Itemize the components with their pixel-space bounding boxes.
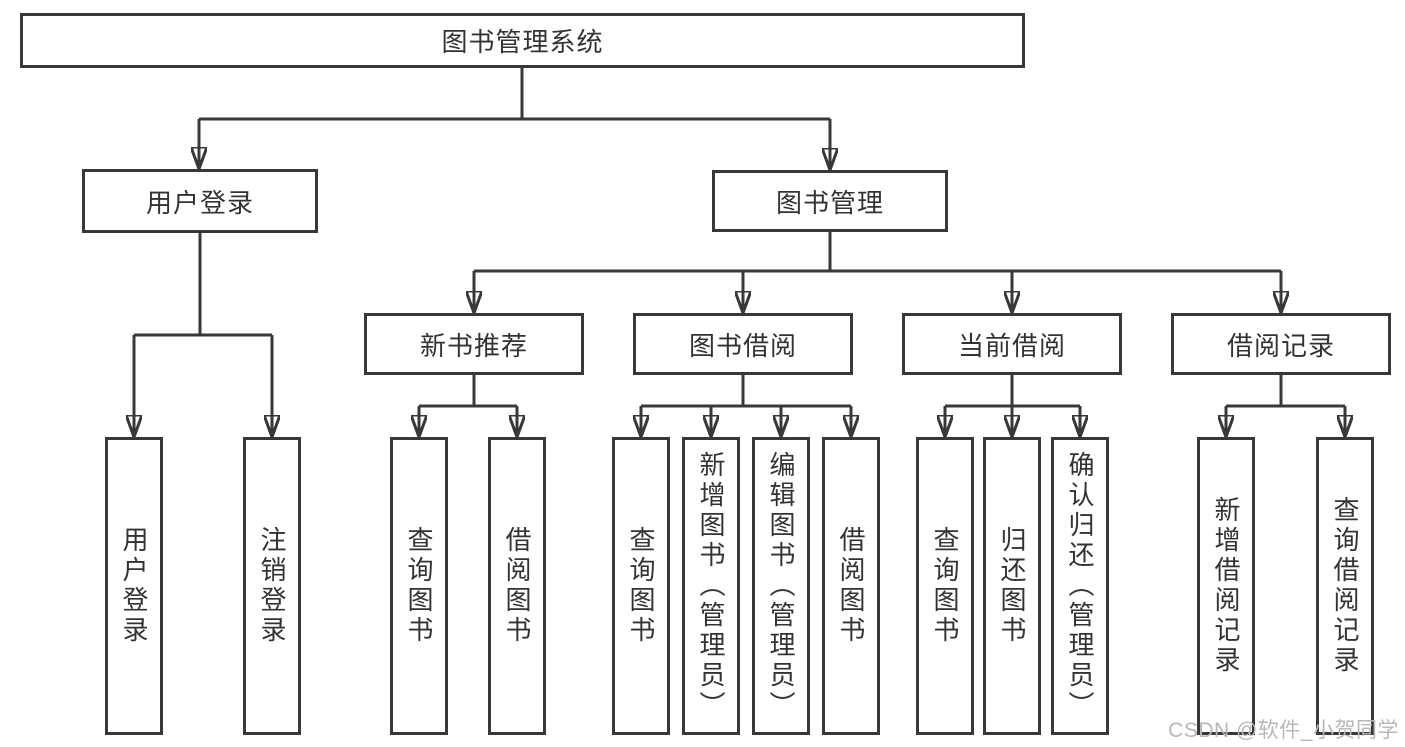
leaf-cb-query-books-label: 查询图书 — [930, 526, 960, 646]
leaf-cb-confirm-return-label: 确认归还（管理员） — [1065, 451, 1095, 721]
node-user-login-label: 用户登录 — [145, 187, 254, 218]
node-book-management: 图书管理 — [712, 170, 948, 232]
leaf-bb-add-books: 新增图书（管理员） — [682, 437, 740, 735]
node-new-book-recommend: 新书推荐 — [364, 313, 584, 375]
leaf-logout-login: 注销登录 — [243, 437, 301, 735]
node-current-borrow: 当前借阅 — [902, 313, 1122, 375]
csdn-watermark: CSDN @软件_小贺同学 — [1168, 719, 1399, 742]
node-new-book-recommend-label: 新书推荐 — [419, 330, 528, 361]
leaf-nb-borrow-books: 借阅图书 — [488, 437, 546, 735]
leaf-br-add-record-label: 新增借阅记录 — [1211, 496, 1241, 676]
node-book-borrow: 图书借阅 — [633, 313, 853, 375]
leaf-br-query-record: 查询借阅记录 — [1316, 437, 1374, 735]
leaf-cb-query-books: 查询图书 — [916, 437, 974, 735]
node-library-system: 图书管理系统 — [20, 13, 1025, 68]
connector-trunks — [134, 68, 1345, 408]
leaf-cb-return-books-label: 归还图书 — [997, 526, 1027, 646]
leaf-bb-borrow-books: 借阅图书 — [822, 437, 880, 735]
leaf-user-login-label: 用户登录 — [119, 526, 149, 646]
leaf-cb-return-books: 归还图书 — [983, 437, 1041, 735]
leaf-bb-edit-books: 编辑图书（管理员） — [752, 437, 810, 735]
leaf-nb-query-books-label: 查询图书 — [404, 526, 434, 646]
node-book-management-label: 图书管理 — [775, 187, 884, 218]
leaf-bb-edit-books-label: 编辑图书（管理员） — [766, 451, 796, 721]
leaf-br-query-record-label: 查询借阅记录 — [1330, 496, 1360, 676]
leaf-bb-add-books-label: 新增图书（管理员） — [696, 451, 726, 721]
leaf-nb-borrow-books-label: 借阅图书 — [502, 526, 532, 646]
leaf-user-login: 用户登录 — [105, 437, 163, 735]
leaf-bb-borrow-books-label: 借阅图书 — [836, 526, 866, 646]
leaf-logout-login-label: 注销登录 — [257, 526, 287, 646]
leaf-nb-query-books: 查询图书 — [390, 437, 448, 735]
node-user-login: 用户登录 — [82, 169, 318, 233]
leaf-br-add-record: 新增借阅记录 — [1197, 437, 1255, 735]
node-current-borrow-label: 当前借阅 — [957, 330, 1066, 361]
leaf-bb-query-books-label: 查询图书 — [626, 526, 656, 646]
leaf-bb-query-books: 查询图书 — [612, 437, 670, 735]
node-book-borrow-label: 图书借阅 — [688, 330, 797, 361]
node-borrow-records: 借阅记录 — [1171, 313, 1391, 375]
node-borrow-records-label: 借阅记录 — [1226, 330, 1335, 361]
leaf-cb-confirm-return: 确认归还（管理员） — [1051, 437, 1109, 735]
node-library-system-label: 图书管理系统 — [441, 27, 604, 57]
